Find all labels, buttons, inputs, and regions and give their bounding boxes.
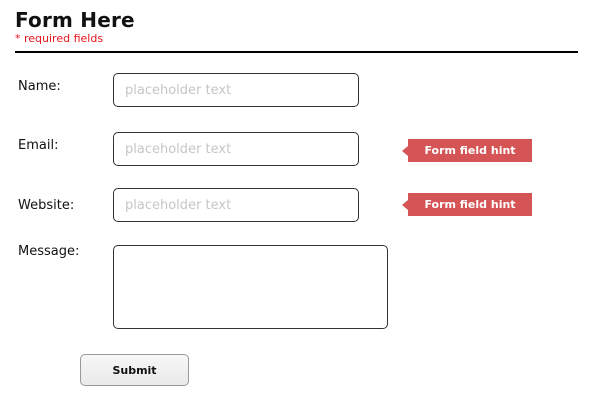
website-input[interactable] <box>113 188 359 222</box>
website-hint: Form field hint <box>402 193 532 216</box>
title-divider <box>15 51 578 53</box>
required-fields-note: * required fields <box>15 32 104 45</box>
message-label: Message: <box>18 244 80 259</box>
submit-button[interactable]: Submit <box>80 354 189 386</box>
email-input[interactable] <box>113 132 359 166</box>
email-hint: Form field hint <box>402 139 532 162</box>
hint-arrow-icon <box>402 146 408 156</box>
name-input[interactable] <box>113 73 359 107</box>
form-title: Form Here <box>15 8 135 32</box>
website-label: Website: <box>18 198 75 213</box>
name-label: Name: <box>18 79 61 94</box>
message-textarea[interactable] <box>113 245 388 329</box>
hint-arrow-icon <box>402 200 408 210</box>
website-hint-text: Form field hint <box>424 198 516 211</box>
email-hint-text: Form field hint <box>424 144 516 157</box>
email-label: Email: <box>18 138 59 153</box>
